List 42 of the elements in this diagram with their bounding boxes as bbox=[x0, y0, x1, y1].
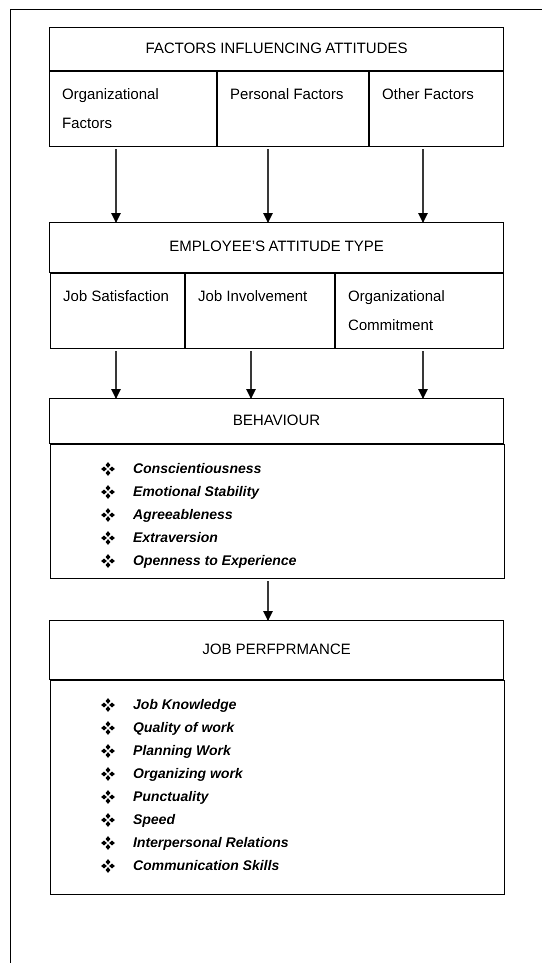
arrow bbox=[111, 149, 121, 223]
list-item: Openness to Experience bbox=[133, 551, 296, 570]
list-item: Punctuality bbox=[133, 787, 208, 806]
list-item: Agreeableness bbox=[133, 505, 233, 524]
factor-box bbox=[369, 71, 504, 147]
list-item: Job Knowledge bbox=[133, 695, 236, 714]
list-item: Interpersonal Relations bbox=[133, 833, 289, 852]
arrow bbox=[263, 581, 273, 621]
list-item: Emotional Stability bbox=[133, 482, 260, 501]
factor-box bbox=[185, 273, 335, 349]
arrow bbox=[418, 149, 428, 223]
factor-text: Other Factors bbox=[382, 85, 475, 105]
heading-text: FACTORS INFLUENCING ATTITUDES bbox=[146, 38, 408, 59]
heading-box bbox=[49, 620, 504, 680]
list-box bbox=[50, 444, 505, 579]
factor-text: Organizational Commitment bbox=[348, 287, 446, 336]
list-item: Extraversion bbox=[133, 528, 218, 547]
heading-text: BEHAVIOUR bbox=[232, 410, 320, 431]
arrow bbox=[418, 351, 428, 399]
heading-text: JOB PERFPRMANCE bbox=[202, 640, 351, 660]
list-item: Conscientiousness bbox=[133, 459, 262, 478]
factor-text: Personal Factors bbox=[230, 85, 344, 105]
list-box bbox=[50, 680, 505, 895]
arrow bbox=[246, 351, 256, 399]
factor-text: Organizational Factors bbox=[62, 85, 160, 134]
heading-box bbox=[49, 398, 504, 444]
list-item: Quality of work bbox=[133, 718, 234, 737]
list-item: Speed bbox=[133, 810, 176, 829]
heading-text: EMPLOYEE’S ATTITUDE TYPE bbox=[169, 237, 384, 258]
factor-text: Job Satisfaction bbox=[63, 287, 170, 307]
factor-box bbox=[50, 273, 185, 349]
arrow bbox=[111, 351, 121, 399]
factor-text: Job Involvement bbox=[198, 287, 308, 307]
list-item: Planning Work bbox=[133, 741, 231, 760]
list-item: Communication Skills bbox=[133, 856, 280, 875]
list-item: Organizing work bbox=[133, 764, 243, 783]
heading-box bbox=[49, 222, 504, 273]
factor-box bbox=[335, 273, 504, 349]
factor-box bbox=[49, 71, 217, 147]
arrow bbox=[263, 149, 273, 223]
heading-box bbox=[49, 27, 504, 71]
factor-box bbox=[217, 71, 369, 147]
